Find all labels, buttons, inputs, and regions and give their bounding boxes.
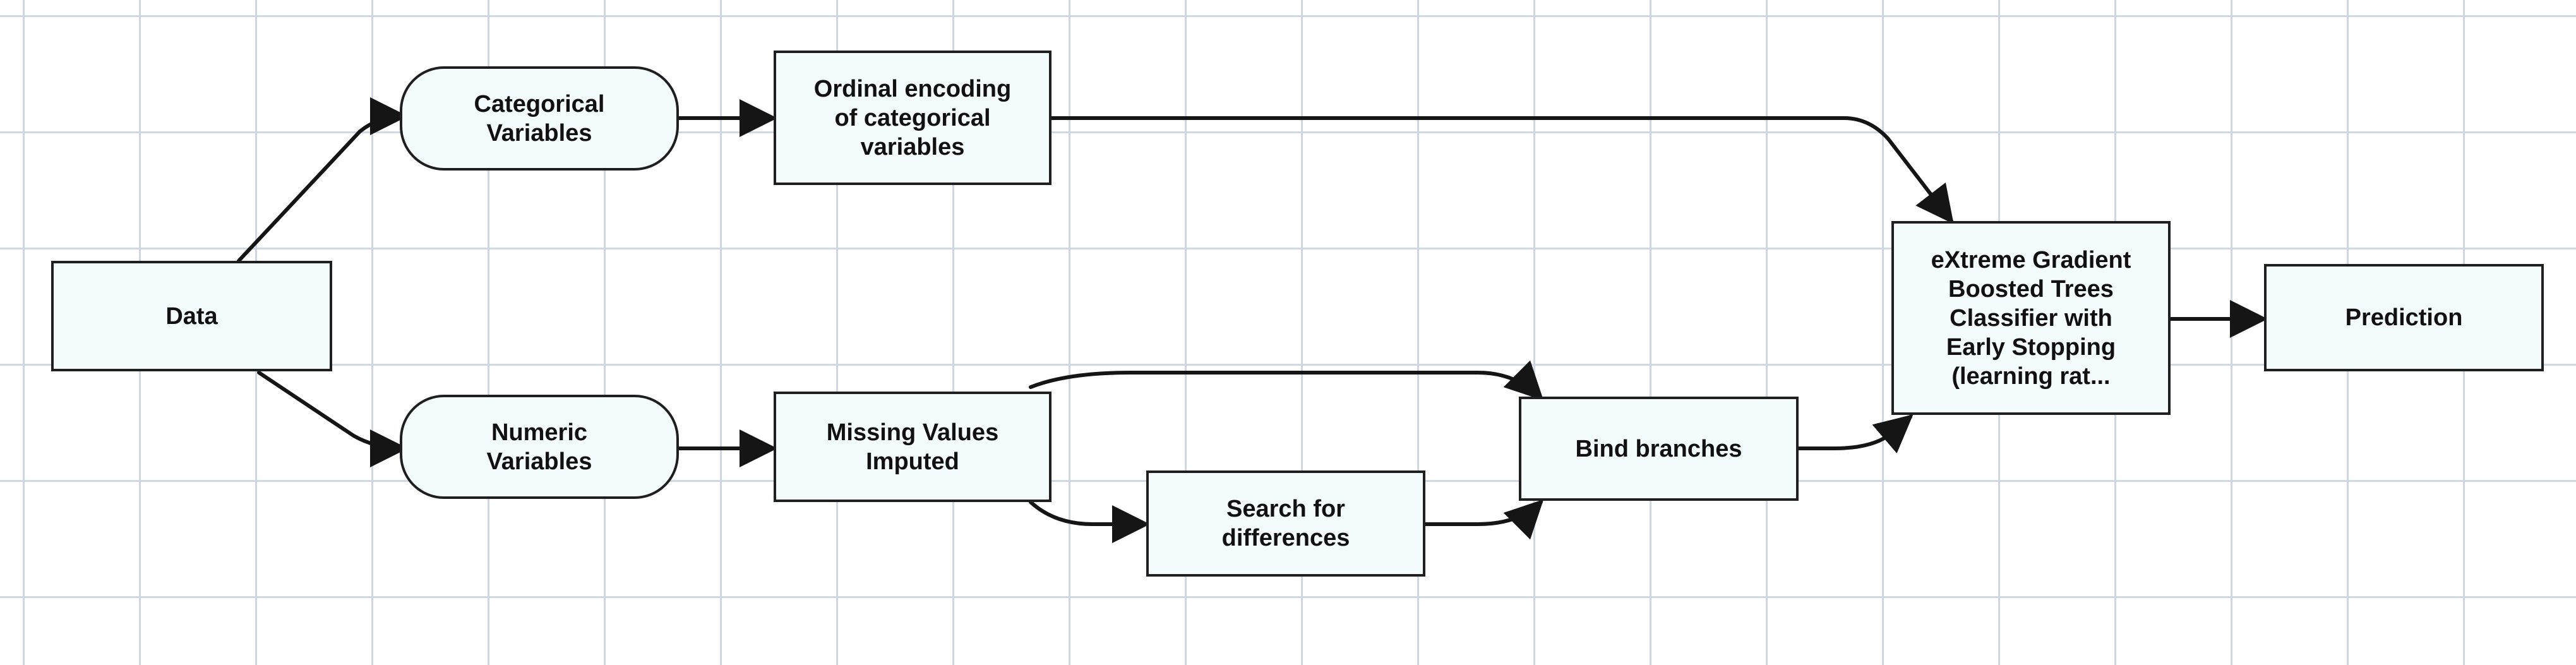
edge-data-to-numeric xyxy=(257,371,408,467)
xgboost-classifier-node[interactable]: eXtreme Gradient Boosted Trees Classifie… xyxy=(1891,221,2171,415)
ordinal-encoding-label: Ordinal encoding of categorical variable… xyxy=(813,75,1012,160)
numeric-variables-node[interactable]: Numeric Variables xyxy=(400,395,679,499)
prediction-node[interactable]: Prediction xyxy=(2264,264,2544,371)
edge-missing-to-bind xyxy=(1029,360,1544,401)
ordinal-encoding-node[interactable]: Ordinal encoding of categorical variable… xyxy=(774,51,1051,185)
bind-branches-node[interactable]: Bind branches xyxy=(1519,397,1799,501)
data-node[interactable]: Data xyxy=(51,261,332,371)
bind-branches-label: Bind branches xyxy=(1575,435,1742,462)
edge-ordinal-to-xgb xyxy=(1050,116,1954,224)
categorical-variables-label: Categorical Variables xyxy=(474,90,605,147)
search-for-differences-node[interactable]: Search for differences xyxy=(1146,470,1425,577)
edge-search-to-bind xyxy=(1423,499,1544,540)
data-node-label: Data xyxy=(165,303,218,330)
numeric-variables-label: Numeric Variables xyxy=(486,419,592,475)
categorical-variables-node[interactable]: Categorical Variables xyxy=(400,66,679,171)
edge-data-to-categorical xyxy=(237,97,408,263)
prediction-label: Prediction xyxy=(2345,304,2463,331)
search-for-differences-label: Search for differences xyxy=(1221,496,1350,551)
missing-values-imputed-node[interactable]: Missing Values Imputed xyxy=(774,392,1051,502)
missing-values-imputed-label: Missing Values Imputed xyxy=(826,419,999,475)
edge-missing-to-search xyxy=(1029,500,1150,543)
xgboost-classifier-label: eXtreme Gradient Boosted Trees Classifie… xyxy=(1931,246,2131,390)
edge-bind-to-xgb xyxy=(1797,414,1914,453)
